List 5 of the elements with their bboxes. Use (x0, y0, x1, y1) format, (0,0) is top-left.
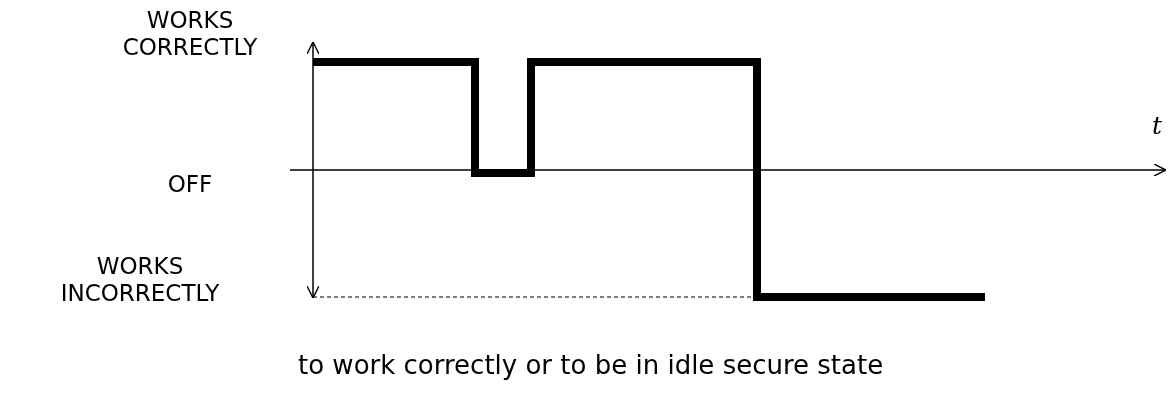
state-label: WORKS INCORRECTLY (59, 253, 221, 307)
state-label: WORKS CORRECTLY (121, 7, 259, 61)
caption-text: to work correctly or to be in idle secure state (298, 352, 885, 379)
axis-label: t (1152, 112, 1164, 139)
state-label: OFF (166, 171, 214, 198)
